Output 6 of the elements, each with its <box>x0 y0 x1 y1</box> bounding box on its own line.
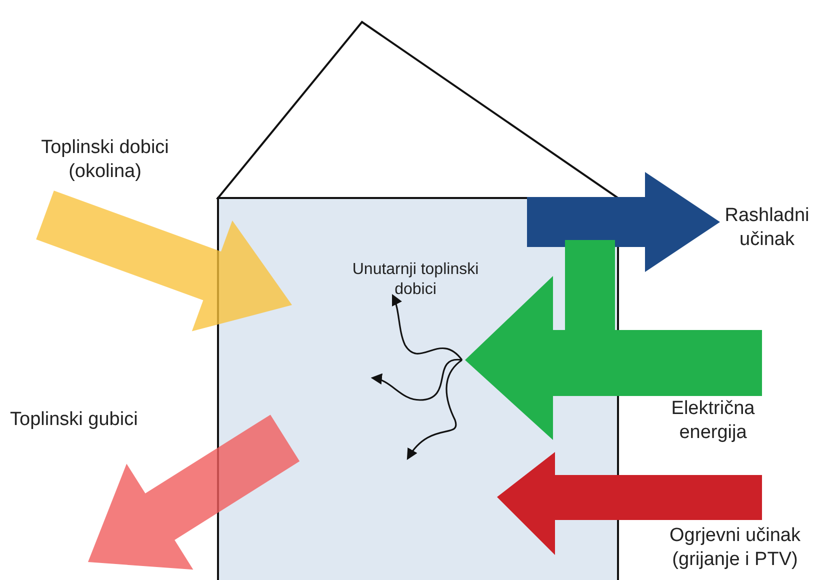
cooling-label: Rashladni učinak <box>724 204 810 252</box>
heat-gain-label: Toplinski dobici (okolina) <box>40 136 170 184</box>
internal-gain-label: Unutarnji toplinski dobici <box>351 260 480 300</box>
heat-loss-label: Toplinski gubici <box>10 408 139 432</box>
heating-label: Ogrjevni učinak (grijanje i PTV) <box>668 524 802 572</box>
electric-energy-label: Električna energija <box>670 397 756 444</box>
